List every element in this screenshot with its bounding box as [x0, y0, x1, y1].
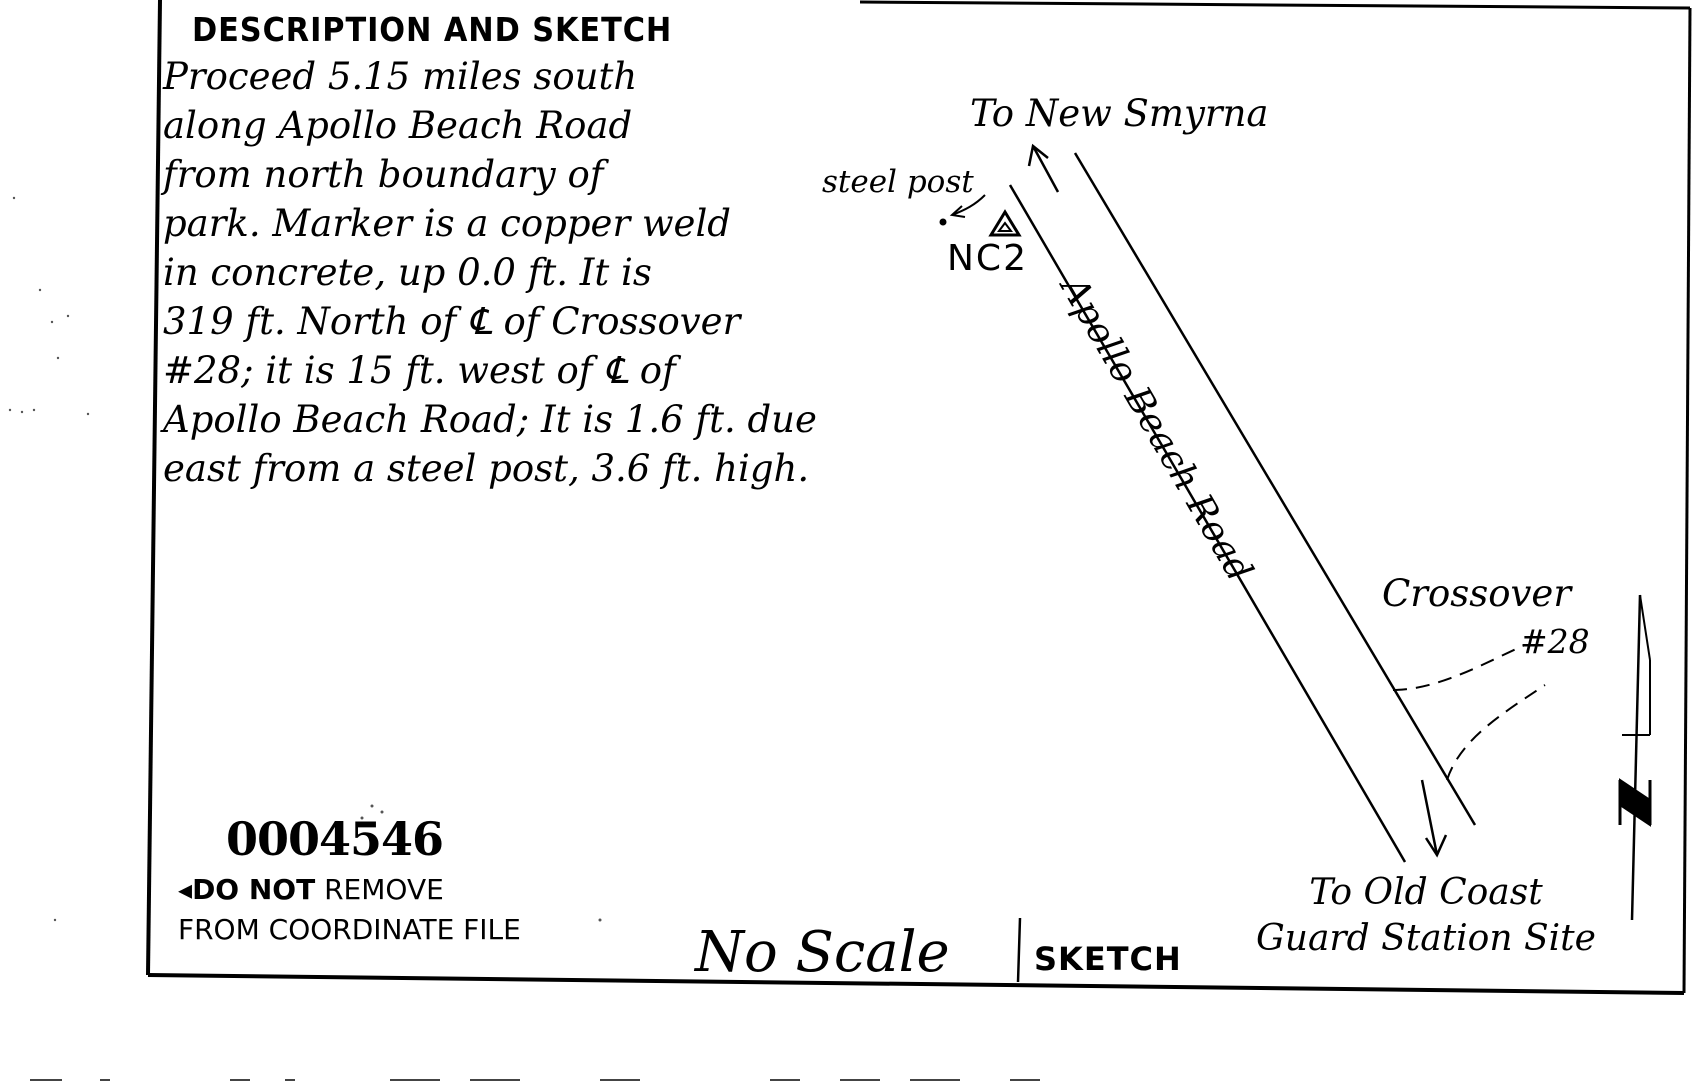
sketch-label: SKETCH [1034, 940, 1182, 978]
road-lines [1008, 152, 1477, 863]
notice-line2: FROM COORDINATE FILE [178, 913, 521, 946]
crossover-dashed-lines [1392, 644, 1546, 781]
description-line: Apollo Beach Road; It is 1.6 ft. due [163, 398, 817, 441]
description-line: along Apollo Beach Road [163, 104, 633, 147]
to-old-coast-line1: To Old Coast [1309, 872, 1543, 913]
crossover-label: Crossover [1382, 572, 1572, 615]
north-direction-arrow [1027, 143, 1060, 193]
description-line: #28; it is 15 ft. west of ℄ of [163, 349, 676, 392]
description-line: east from a steel post, 3.6 ft. high. [163, 447, 810, 490]
scale-note: No Scale [695, 920, 950, 985]
marker-name-label: NC2 [947, 238, 1028, 279]
description-line: from north boundary of [163, 153, 604, 196]
description-text: Proceed 5.15 miles south along Apollo Be… [163, 52, 923, 493]
description-line: 319 ft. North of ℄ of Crossover [163, 300, 741, 343]
section-heading: DESCRIPTION AND SKETCH [192, 10, 673, 49]
description-line: Proceed 5.15 miles south [163, 55, 638, 98]
steel-post-label: steel post [822, 164, 974, 200]
do-not-remove-notice: ◂DO NOT REMOVE FROM COORDINATE FILE [178, 870, 521, 950]
crossover-number-label: #28 [1520, 622, 1590, 661]
pointer-icon: ◂ [178, 873, 193, 906]
notice-bold: DO NOT [192, 873, 316, 906]
description-line: park. Marker is a copper weld [163, 202, 731, 245]
card-border [146, 0, 1692, 995]
scan-specks [8, 196, 602, 922]
description-line: in concrete, up 0.0 ft. It is [163, 251, 652, 294]
to-new-smyrna-label: To New Smyrna [970, 92, 1269, 135]
north-arrow-icon [1618, 594, 1652, 921]
steel-post-pointer [939, 194, 986, 226]
triangle-marker-icon [988, 209, 1022, 237]
south-direction-arrow [1420, 779, 1448, 858]
file-number-stamp: 0004546 [226, 812, 444, 866]
to-old-coast-line2: Guard Station Site [1256, 918, 1596, 959]
notice-rest: REMOVE [315, 873, 444, 906]
to-old-coast-label: To Old Coast Guard Station Site [1256, 870, 1596, 962]
